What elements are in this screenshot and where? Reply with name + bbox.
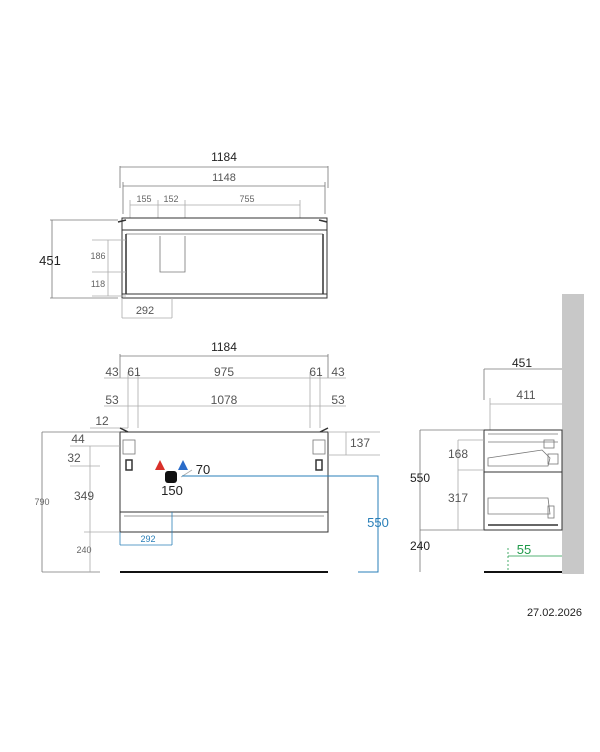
front-center-1078: 1078 <box>211 393 238 407</box>
front-left-32: 32 <box>67 451 81 465</box>
top-inner-width: 1148 <box>212 172 236 184</box>
top-depth-118: 118 <box>91 279 105 289</box>
front-height-240: 240 <box>76 545 91 555</box>
side-drawer-168: 168 <box>448 447 468 461</box>
front-water-height-550: 550 <box>367 515 389 530</box>
front-left-44: 44 <box>71 432 85 446</box>
top-offset-155: 155 <box>136 194 151 204</box>
top-offset-152: 152 <box>163 194 178 204</box>
front-height-349: 349 <box>74 489 94 503</box>
side-overall-depth: 451 <box>512 356 532 370</box>
drain-icon <box>165 471 177 483</box>
side-height-550: 550 <box>410 471 430 485</box>
top-depth: 451 <box>39 253 61 268</box>
side-drawer-317: 317 <box>448 491 468 505</box>
top-view: 1184 1148 155 152 755 451 <box>39 150 329 319</box>
front-left-43: 43 <box>105 365 119 379</box>
front-right-43: 43 <box>331 365 345 379</box>
front-drain-offset-70: 70 <box>196 462 210 477</box>
front-overall-width: 1184 <box>211 340 237 354</box>
front-center-975: 975 <box>214 365 234 379</box>
side-view: 451 411 550 168 317 240 55 <box>410 294 584 574</box>
top-offset-292: 292 <box>136 305 154 317</box>
front-left-53: 53 <box>105 393 119 407</box>
front-left-61: 61 <box>127 365 141 379</box>
hot-water-icon <box>155 460 165 470</box>
side-floor-240: 240 <box>410 539 430 553</box>
side-inner-depth: 411 <box>516 388 535 402</box>
drawing-date: 27.02.2026 <box>527 607 582 619</box>
front-right-53: 53 <box>331 393 345 407</box>
top-offset-755: 755 <box>239 194 254 204</box>
top-overall-width: 1184 <box>211 150 237 164</box>
front-drain-width-150: 150 <box>161 483 183 498</box>
front-view: 1184 43 61 975 61 43 53 1078 53 12 <box>34 340 389 573</box>
front-bottom-292: 292 <box>140 534 155 544</box>
side-floor-55: 55 <box>517 542 531 557</box>
front-left-12: 12 <box>95 414 109 428</box>
front-height-790: 790 <box>34 497 49 507</box>
top-depth-186: 186 <box>90 251 105 261</box>
front-right-137: 137 <box>350 436 370 450</box>
front-right-61: 61 <box>309 365 323 379</box>
cold-water-icon <box>178 460 188 470</box>
wall <box>562 294 584 574</box>
